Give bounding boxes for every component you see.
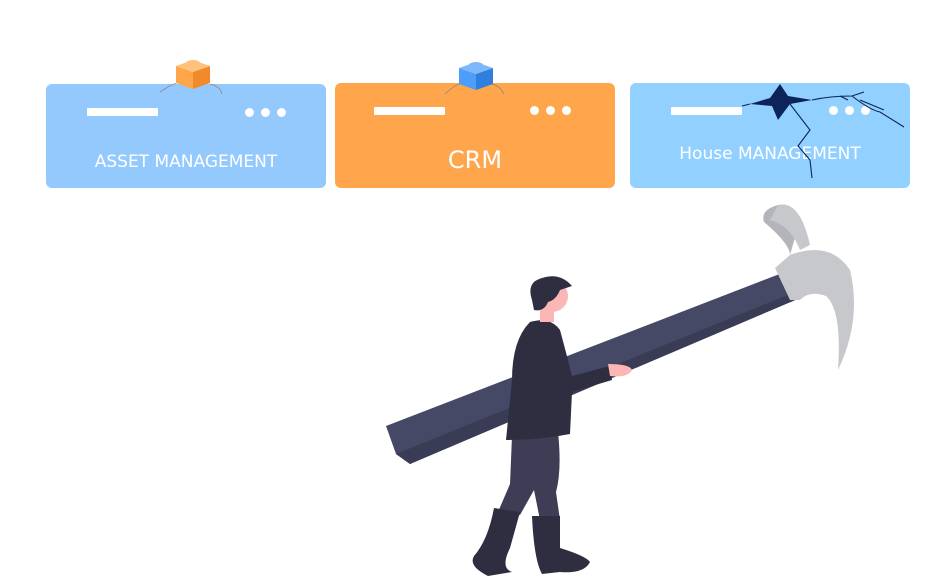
crack-icon	[741, 84, 905, 179]
card-label: House MANAGEMENT	[679, 144, 861, 164]
asset-management-card[interactable]: ASSET MANAGEMENT	[46, 84, 326, 188]
more-dots-icon[interactable]	[829, 106, 870, 115]
person-figure	[472, 276, 632, 576]
blue-block-icon	[444, 62, 505, 95]
card-title-bar	[374, 107, 445, 115]
more-dots-icon[interactable]	[245, 108, 286, 117]
card-title-bar	[87, 108, 158, 116]
hammer-handle	[386, 270, 800, 464]
orange-block-icon	[159, 60, 223, 95]
card-label: ASSET MANAGEMENT	[94, 152, 278, 172]
crm-card[interactable]: CRM	[335, 83, 615, 188]
hammer-head	[763, 204, 854, 370]
card-title-bar	[671, 107, 742, 115]
more-dots-icon[interactable]	[530, 106, 571, 115]
card-label: CRM	[447, 146, 503, 174]
